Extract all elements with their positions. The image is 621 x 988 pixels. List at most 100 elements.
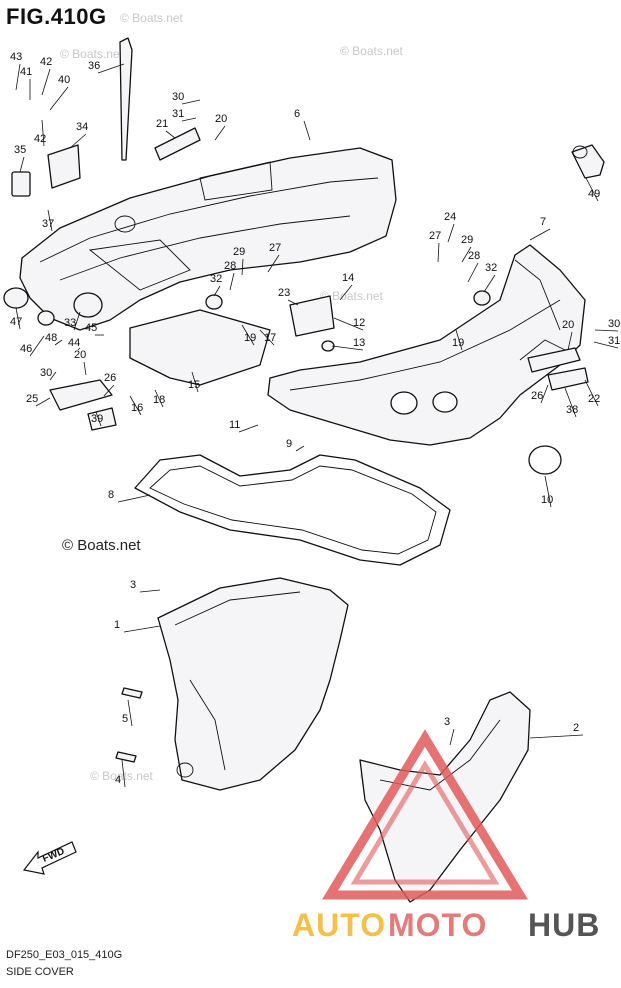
callout-label-38: 38 [566, 404, 578, 416]
bolt-part-5 [121, 687, 143, 699]
callout-label-30: 30 [172, 91, 184, 103]
callout-label-33: 33 [64, 317, 76, 329]
cable-part-36 [119, 37, 133, 161]
callout-label-46: 46 [20, 343, 32, 355]
callout-leader-line [241, 258, 244, 276]
callout-leader-line [54, 339, 63, 346]
seal-part-39 [87, 407, 117, 431]
callout-leader-line [461, 246, 472, 263]
plug-part-10 [528, 445, 562, 475]
callout-leader-line [77, 347, 81, 351]
callout-leader-line [303, 120, 311, 141]
callout-label-30: 30 [608, 318, 620, 330]
holder-part-21 [154, 127, 201, 161]
callout-leader-line [181, 99, 201, 105]
callout-leader-line [584, 379, 599, 407]
holder-part-26-right [527, 347, 581, 373]
callout-leader-line [41, 68, 51, 96]
callout-leader-line [214, 125, 226, 141]
figure-caption: SIDE COVER [6, 966, 74, 978]
callout-label-18: 18 [153, 394, 165, 406]
callout-label-3: 3 [130, 579, 136, 591]
callout-label-17: 17 [264, 332, 276, 344]
callout-label-5: 5 [122, 713, 128, 725]
callout-leader-line [41, 119, 45, 147]
grommet-part-32-right [473, 290, 491, 306]
bolt-part-4 [115, 751, 137, 763]
callout-label-11: 11 [229, 419, 240, 431]
callout-leader-line [339, 284, 353, 301]
callout-label-47: 47 [10, 316, 22, 328]
callout-label-25: 25 [26, 393, 38, 405]
callout-leader-line [238, 424, 259, 433]
callout-leader-line [123, 625, 161, 633]
callout-leader-line [19, 156, 25, 173]
callout-label-42: 42 [34, 133, 46, 145]
callout-leader-line [594, 329, 619, 332]
callout-label-42: 42 [40, 56, 52, 68]
callout-label-37: 37 [42, 218, 54, 230]
callout-label-28: 28 [224, 260, 236, 272]
lower-cover-left-part-1 [157, 577, 349, 791]
callout-label-24: 24 [444, 211, 456, 223]
callout-label-6: 6 [294, 108, 300, 120]
callout-leader-line [165, 130, 176, 139]
callout-label-3: 3 [444, 716, 450, 728]
grommet-part-47 [3, 287, 29, 309]
callout-label-14: 14 [342, 272, 354, 284]
callout-label-48: 48 [45, 332, 57, 344]
support-part-15 [129, 309, 271, 386]
callout-label-28: 28 [468, 250, 480, 262]
small-parts-group [3, 37, 589, 763]
callout-label-29: 29 [461, 234, 473, 246]
callout-leader-line [69, 133, 87, 149]
callout-leader-line [29, 335, 45, 357]
callout-leader-line [529, 228, 551, 241]
callout-leader-line [437, 242, 440, 263]
watermark-text: © Boats.net [320, 289, 384, 303]
callout-label-26: 26 [104, 372, 116, 384]
callout-label-20: 20 [562, 319, 574, 331]
figure-title: FIG.410G [6, 4, 107, 29]
callout-leader-line [97, 63, 125, 74]
callout-leader-line [287, 299, 299, 306]
callout-leader-line [529, 734, 584, 739]
callout-label-20: 20 [74, 349, 86, 361]
callout-leader-line [47, 209, 53, 232]
callout-label-10: 10 [541, 494, 553, 506]
callout-leader-line [213, 285, 221, 297]
callout-leader-line [229, 272, 235, 291]
callout-leader-line [191, 371, 199, 393]
callout-label-36: 36 [88, 60, 100, 72]
callout-leader-line [154, 389, 164, 408]
callout-label-19: 19 [244, 332, 256, 344]
callout-label-9: 9 [286, 438, 292, 450]
callout-label-22: 22 [588, 393, 600, 405]
brand-text-hub: HUB [528, 907, 600, 943]
callout-leader-line [35, 397, 51, 407]
callout-leader-line [181, 117, 197, 122]
clip-part-35 [11, 171, 31, 197]
callout-label-29: 29 [233, 246, 245, 258]
watermark-text: © Boats.net [340, 44, 404, 58]
callout-label-49: 49 [588, 188, 600, 200]
callout-leader-line [449, 728, 455, 746]
watermark-text: © Boats.net [90, 769, 154, 783]
brand-text-auto: AUTO [292, 907, 386, 943]
callout-leader-line [267, 254, 280, 273]
callout-label-1: 1 [114, 619, 120, 631]
callout-leader-line [95, 411, 102, 427]
callout-leader-line [447, 223, 455, 243]
callout-label-19: 19 [452, 337, 464, 349]
callout-label-27: 27 [269, 242, 281, 254]
callout-leader-line [259, 329, 275, 346]
brand-text-moto: MOTO [388, 907, 487, 943]
callout-leader-line [103, 384, 115, 397]
callout-leader-line [73, 311, 81, 331]
callout-leader-line [49, 371, 57, 381]
grommet-part-32 [205, 294, 223, 310]
callout-leader-line [139, 589, 161, 593]
callout-label-27: 27 [429, 230, 441, 242]
bracket-part-34 [47, 144, 81, 189]
